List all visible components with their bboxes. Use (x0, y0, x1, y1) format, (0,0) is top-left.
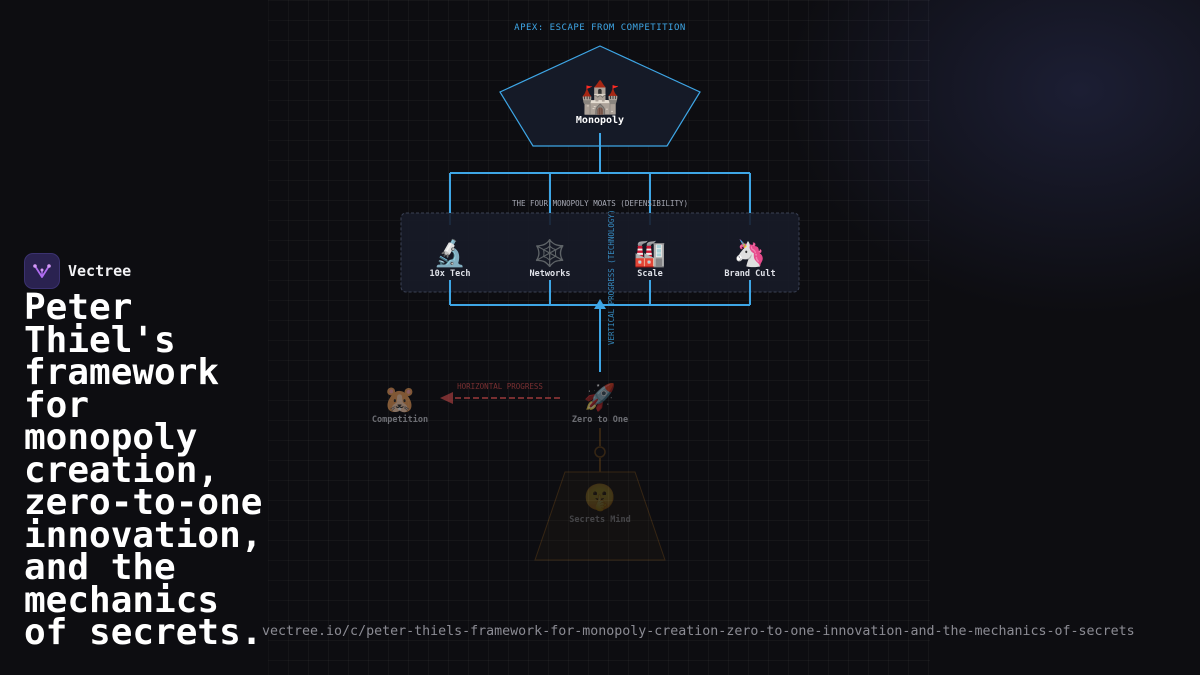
competition-label: Competition (372, 414, 428, 425)
spider-web-icon: 🕸️ (534, 238, 566, 269)
microscope-icon: 🔬 (434, 237, 466, 269)
horizontal-arrow-head (440, 392, 453, 404)
vertical-progress-label: VERTICAL PROGRESS (TECHNOLOGY) (607, 210, 616, 345)
rocket-icon: 🚀 (584, 382, 616, 413)
secrets-section: 🤫 Secrets Mind (534, 428, 666, 561)
moat-label-10x-tech: 10x Tech (430, 269, 471, 279)
factory-icon: 🏭 (634, 239, 666, 269)
hamster-icon: 🐹 (384, 385, 416, 415)
secrets-mind-label: Secrets Mind (569, 514, 630, 525)
unicorn-icon: 🦄 (734, 238, 766, 269)
zero-to-one-label: Zero to One (572, 415, 628, 425)
secrets-node (594, 446, 606, 458)
apex-label: APEX: ESCAPE FROM COMPETITION (514, 23, 686, 33)
brand-name: Vectree (68, 262, 132, 280)
lower-section: 🚀 Zero to One 🐹 Competition HORIZONTAL P… (372, 382, 628, 425)
brand: Vectree (24, 253, 131, 289)
left-fade-overlay (0, 0, 300, 675)
moat-label-brand-cult: Brand Cult (724, 269, 775, 279)
vertical-arrow-head (594, 299, 606, 309)
apex-monopoly-label: Monopoly (576, 115, 624, 126)
moats-box (400, 212, 800, 293)
page-url[interactable]: vectree.io/c/peter-thiels-framework-for-… (262, 624, 1135, 639)
moat-label-scale: Scale (637, 269, 663, 279)
shush-face-icon: 🤫 (584, 483, 616, 513)
vectree-logo-icon (24, 253, 60, 289)
page-headline: Peter Thiel's framework for monopoly cre… (24, 287, 263, 653)
horizontal-progress-label: HORIZONTAL PROGRESS (457, 382, 543, 391)
moats-label: THE FOUR MONOPOLY MOATS (DEFENSIBILITY) (512, 199, 688, 208)
secrets-trapezoid (534, 471, 666, 561)
moat-label-networks: Networks (530, 269, 571, 279)
castle-icon: 🏰 (580, 78, 620, 116)
